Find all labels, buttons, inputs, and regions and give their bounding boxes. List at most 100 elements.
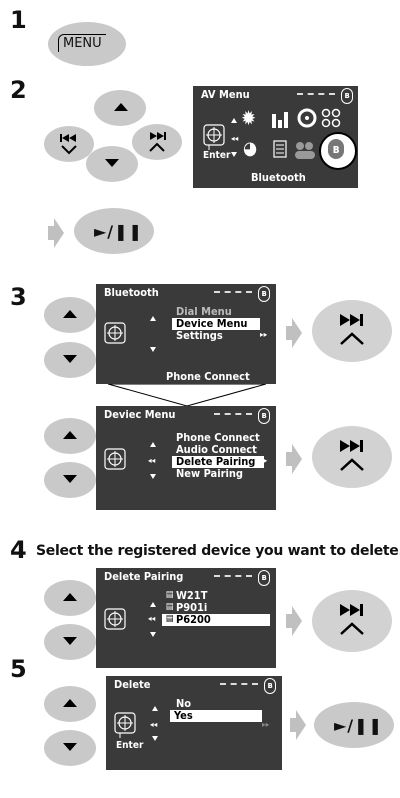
skip-forward-button-step3[interactable]: [312, 300, 392, 362]
step-number-1: 1: [10, 6, 27, 34]
document-icon: [273, 140, 287, 158]
up-button-device[interactable]: [44, 418, 96, 454]
menu-down-arrow-icon: [231, 152, 237, 157]
menu-up-arrow-icon: [150, 442, 156, 447]
down-button-device[interactable]: [44, 462, 96, 498]
menu-item[interactable]: New Pairing: [176, 467, 244, 480]
menu-item[interactable]: Dial Menu: [176, 305, 232, 318]
up-button[interactable]: [94, 90, 146, 126]
skip-back-button[interactable]: [44, 126, 94, 162]
joystick-icon: [104, 608, 126, 630]
down-button[interactable]: [86, 146, 138, 182]
joystick-icon: [104, 448, 126, 470]
people-icon: [295, 142, 315, 159]
up-button-step4[interactable]: [44, 580, 96, 616]
play-pause-icon: ►/❚❚: [94, 222, 143, 241]
signal-indicator: [297, 93, 335, 95]
step-number-5: 5: [10, 655, 27, 683]
skip-back-icon: [60, 134, 77, 155]
triangle-down-icon: [63, 355, 77, 363]
flow-arrow-icon: [48, 218, 64, 248]
signal-indicator: [214, 291, 252, 293]
menu-down-arrow-icon: [150, 474, 156, 479]
bluetooth-status-icon: ʙ: [264, 678, 276, 694]
step-number-2: 2: [10, 76, 27, 104]
down-button-step3[interactable]: [44, 342, 96, 378]
down-button-step5[interactable]: [44, 730, 96, 766]
device-menu-screen: Deviec Menu ʙ ◂◂ ▸▸ Phone Connect Audio …: [96, 406, 276, 510]
step-number-3: 3: [10, 283, 27, 311]
signal-indicator: [220, 683, 258, 685]
enter-label: Enter: [203, 150, 231, 161]
flow-arrow-icon: [286, 606, 302, 636]
skip-forward-icon: [340, 440, 364, 471]
play-pause-button-step5[interactable]: ►/❚❚: [314, 702, 394, 748]
bluetooth-label: Bluetooth: [251, 171, 306, 184]
flow-arrow-icon: [290, 710, 306, 740]
disc-icon: [297, 108, 317, 128]
triangle-down-icon: [105, 159, 119, 167]
play-pause-button[interactable]: ►/❚❚: [74, 208, 154, 254]
skip-forward-button[interactable]: [132, 124, 182, 160]
transition-connector: [108, 384, 266, 406]
bluetooth-status-icon: ʙ: [341, 88, 353, 104]
bluetooth-status-icon: ʙ: [258, 570, 270, 586]
yes-option-selected[interactable]: Yes: [170, 710, 262, 722]
menu-left-arrow-icon: ◂◂: [148, 614, 156, 623]
skip-forward-button-device[interactable]: [312, 426, 392, 488]
up-button-step5[interactable]: [44, 686, 96, 722]
skip-forward-button-step4[interactable]: [312, 590, 392, 652]
joystick-icon: [203, 124, 225, 150]
screen-title: Delete Pairing: [104, 570, 184, 583]
up-button-step3[interactable]: [44, 297, 96, 333]
bluetooth-icon: ʙ: [328, 139, 344, 159]
gear-icon: ✹: [241, 106, 257, 130]
device-item-selected[interactable]: P6200: [162, 614, 270, 626]
signal-indicator: [214, 575, 252, 577]
equalizer-icon: [272, 112, 288, 128]
play-pause-icon: ►/❚❚: [334, 716, 383, 735]
skip-forward-icon: [340, 604, 364, 635]
joystick-icon: [104, 322, 126, 344]
menu-item-selected[interactable]: Delete Pairing: [172, 456, 264, 468]
screen-title: Deviec Menu: [104, 408, 176, 421]
triangle-down-icon: [63, 743, 77, 751]
triangle-up-icon: [63, 699, 77, 707]
menu-left-arrow-icon: ◂◂: [148, 456, 156, 465]
step-number-4: 4: [10, 536, 27, 564]
menu-left-arrow-icon: ◂◂: [150, 720, 158, 729]
menu-up-arrow-icon: [152, 706, 158, 711]
phone-icon: ▤: [166, 602, 174, 612]
phone-connect-footer: Phone Connect: [166, 370, 250, 383]
menu-right-arrow-icon: ▸▸: [262, 720, 270, 729]
no-option[interactable]: No: [176, 697, 192, 710]
clock-icon: ◕: [243, 138, 258, 159]
menu-down-arrow-icon: [152, 736, 158, 741]
bluetooth-status-icon: ʙ: [258, 408, 270, 424]
triangle-up-icon: [63, 310, 77, 318]
menu-item-selected[interactable]: Device Menu: [172, 318, 260, 330]
triangle-down-icon: [63, 637, 77, 645]
delete-pairing-screen: Delete Pairing ʙ ◂◂ ▸▸ ▤ W21T ▤ P901i P6…: [96, 568, 276, 668]
delete-confirm-screen: Delete ʙ Enter ◂◂ ▸▸ No Yes: [106, 676, 282, 770]
screen-title: Delete: [114, 678, 151, 691]
menu-button-label: MENU: [58, 34, 106, 52]
flow-arrow-icon: [286, 318, 302, 348]
menu-item[interactable]: Phone Connect: [176, 431, 260, 444]
menu-item[interactable]: Settings: [176, 329, 223, 342]
device-item[interactable]: P901i: [176, 601, 208, 614]
grid-icon: [321, 108, 341, 128]
triangle-up-icon: [114, 103, 128, 111]
bluetooth-menu-screen: Bluetooth ʙ ▸▸ Dial Menu Device Menu Set…: [96, 284, 276, 384]
menu-button[interactable]: MENU: [48, 22, 126, 66]
screen-title: Bluetooth: [104, 286, 159, 299]
step4-instruction: Select the registered device you want to…: [36, 543, 400, 559]
phone-icon: ▤: [166, 590, 174, 600]
triangle-up-icon: [63, 593, 77, 601]
phone-icon: ▤: [166, 614, 174, 624]
down-button-step4[interactable]: [44, 624, 96, 660]
menu-item[interactable]: Audio Connect: [176, 443, 257, 456]
device-item[interactable]: W21T: [176, 589, 208, 602]
signal-indicator: [214, 413, 252, 415]
menu-up-arrow-icon: [231, 118, 237, 123]
